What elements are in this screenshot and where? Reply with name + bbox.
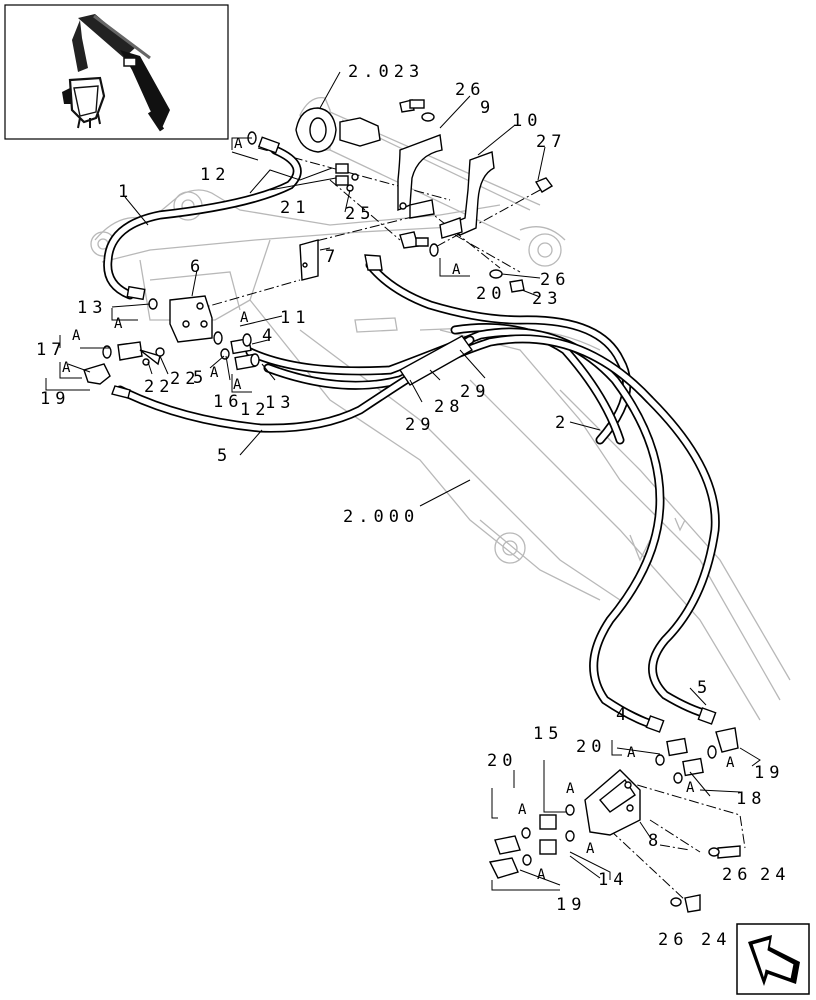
label-26b: 26	[540, 270, 570, 290]
label-14: 14	[598, 870, 628, 890]
A-marker: A	[234, 136, 243, 152]
label-1: 1	[118, 182, 133, 202]
label-22b: 22	[170, 369, 200, 389]
label-20: 20	[476, 284, 506, 304]
label-5: 5	[193, 368, 208, 388]
label-8: 8	[648, 831, 663, 851]
label-26d: 26	[658, 930, 688, 950]
label-12b: 12	[240, 400, 270, 420]
A-markers: A A A A A A A A A A A A A A A	[62, 136, 735, 883]
A-marker: A	[240, 310, 249, 326]
label-16: 16	[213, 392, 243, 412]
label-19b: 19	[754, 763, 784, 783]
A-marker: A	[566, 781, 575, 797]
label-5c: 5	[697, 678, 712, 698]
label-13b: 13	[265, 393, 295, 413]
A-marker: A	[62, 360, 71, 376]
A-brackets	[45, 137, 761, 891]
label-7: 7	[325, 247, 340, 267]
leader-lines	[67, 71, 711, 886]
A-marker: A	[537, 867, 546, 883]
A-marker: A	[518, 802, 527, 818]
A-marker: A	[586, 841, 595, 857]
label-23: 23	[532, 289, 562, 309]
A-marker: A	[233, 377, 242, 393]
label-22: 22	[144, 377, 174, 397]
label-10: 10	[512, 111, 542, 131]
A-marker: A	[72, 328, 81, 344]
label-28: 28	[434, 397, 464, 417]
label-24b: 24	[701, 930, 731, 950]
label-9: 9	[480, 98, 495, 118]
A-marker: A	[210, 365, 219, 381]
label-18: 18	[736, 789, 766, 809]
label-2: 2	[555, 413, 570, 433]
reference-label-2-023: 2.023	[348, 62, 424, 82]
label-29: 29	[460, 382, 490, 402]
label-15: 15	[533, 724, 563, 744]
A-marker: A	[114, 316, 123, 332]
label-4b: 4	[616, 705, 631, 725]
next-page-arrow-icon[interactable]	[736, 923, 810, 995]
thumbnail-inset	[4, 4, 229, 140]
label-4: 4	[262, 326, 277, 346]
A-marker: A	[726, 755, 735, 771]
A-marker: A	[452, 262, 461, 278]
label-11: 11	[280, 308, 310, 328]
label-19: 19	[40, 389, 70, 409]
reference-label-2-000: 2.000	[343, 507, 419, 527]
cylinder	[295, 107, 381, 153]
label-17: 17	[36, 340, 66, 360]
label-12: 12	[200, 165, 230, 185]
label-27: 27	[536, 132, 566, 152]
excavator-arm-thumbnail-icon	[62, 14, 170, 132]
label-26: 26	[455, 80, 485, 100]
sleeve-28	[398, 335, 474, 386]
label-25: 25	[345, 204, 375, 224]
label-24: 24	[760, 865, 790, 885]
hose-group	[103, 145, 720, 730]
lower-bracket-assembly	[488, 707, 741, 913]
label-29b: 29	[405, 415, 435, 435]
label-20b: 20	[576, 737, 606, 757]
fittings-upper	[83, 131, 281, 399]
A-marker: A	[686, 780, 695, 796]
A-marker: A	[627, 745, 636, 761]
label-21: 21	[280, 198, 310, 218]
part-labels: 2.023 26 9 10 27 1 12 21 25 7 6 26 20 23…	[36, 62, 790, 950]
label-26c: 26	[722, 865, 752, 885]
label-20c: 20	[487, 751, 517, 771]
label-5b: 5	[217, 446, 232, 466]
label-6: 6	[190, 257, 205, 277]
label-13: 13	[77, 298, 107, 318]
label-19c: 19	[556, 895, 586, 915]
